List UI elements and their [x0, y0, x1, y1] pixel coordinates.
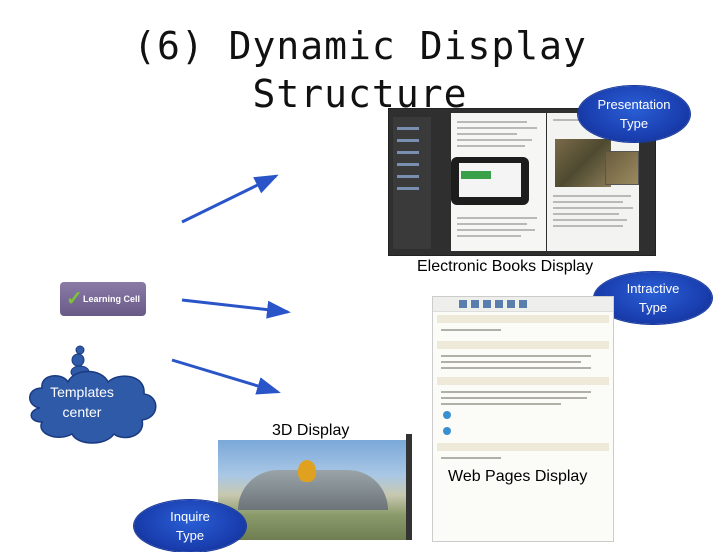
slide-title-line1: (6) Dynamic Display — [133, 24, 587, 68]
ebook-phone-image — [451, 157, 529, 205]
learning-cell-mark-icon: ✓ — [66, 288, 83, 310]
templates-center-label: Templates center — [40, 382, 124, 422]
ebook-photo-thumb — [605, 151, 639, 185]
inquire-type-line2: Type — [175, 528, 205, 543]
arrow-to-ebook — [181, 174, 279, 224]
presentation-type-line2: Type — [619, 116, 649, 131]
presentation-type-bubble: Presentation Type — [578, 86, 690, 142]
arrows-layer — [171, 174, 291, 395]
arrow-to-web — [181, 298, 291, 319]
three-d-screenshot — [218, 440, 408, 540]
ebook-sidebar — [393, 117, 431, 249]
templates-cloud-shape — [29, 345, 157, 444]
learning-cell-logo-text: Learning Cell — [82, 294, 140, 304]
ebook-photo — [555, 139, 611, 187]
templates-center-line1: Templates — [50, 384, 114, 400]
web-toolbar — [433, 297, 613, 312]
inquire-type-bubble: Inquire Type — [134, 500, 246, 552]
web-page-screenshot — [432, 296, 614, 542]
inquire-type-line1: Inquire — [170, 509, 210, 524]
slide-title: (6) Dynamic Display Structure — [80, 22, 640, 118]
arrow-to-3d — [171, 358, 281, 395]
presentation-type-line1: Presentation — [597, 97, 671, 112]
web-caption: Web Pages Display — [448, 468, 588, 485]
intractive-type-line2: Type — [638, 300, 668, 315]
intractive-type-line1: Intractive — [626, 281, 680, 296]
three-d-mascot — [298, 460, 316, 482]
three-d-caption: 3D Display — [272, 422, 350, 439]
templates-center-line2: center — [62, 404, 102, 420]
learning-cell-logo: ✓ Learning Cell — [60, 282, 146, 316]
three-d-divider — [406, 434, 412, 540]
ebook-caption: Electronic Books Display — [417, 258, 594, 275]
